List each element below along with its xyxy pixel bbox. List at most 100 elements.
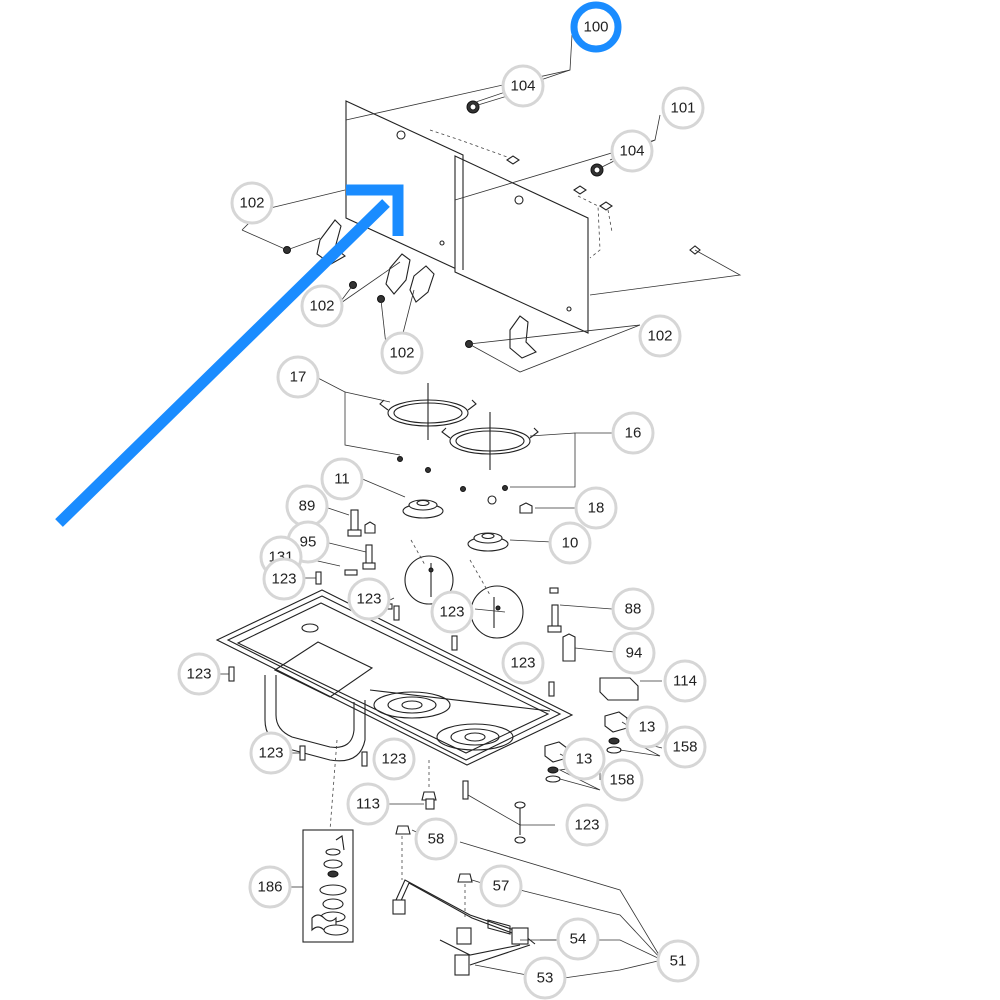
callout-number: 104: [619, 143, 644, 160]
callout-number: 123: [510, 655, 535, 672]
callout-ring: [663, 725, 707, 769]
callout-number: 102: [309, 298, 334, 315]
callout-ring: [300, 284, 344, 328]
knobs-and-washers: [544, 677, 663, 791]
callout-number: 158: [609, 772, 634, 789]
callout-ring: [347, 577, 391, 621]
hob-body: [215, 589, 574, 766]
pan-support-17: [379, 383, 477, 473]
callout-c104a: 104: [501, 64, 545, 108]
callout-number: 58: [428, 831, 445, 848]
callout-ring: [249, 731, 293, 775]
callout-ring: [574, 486, 618, 530]
callout-number: 101: [670, 100, 695, 117]
callout-c186: 186: [248, 865, 292, 909]
callout-number: 158: [672, 739, 697, 756]
callout-number: 51: [670, 953, 687, 970]
callout-number: 113: [356, 796, 380, 813]
callout-ring: [372, 737, 416, 781]
callout-ring: [262, 557, 306, 601]
drain-assembly: [288, 829, 354, 943]
callout-c100: 100: [570, 1, 622, 53]
callout-number: 102: [239, 195, 264, 212]
callout-number: 114: [673, 673, 697, 690]
callout-c17: 17: [276, 355, 320, 399]
callout-c88: 88: [611, 587, 655, 631]
callout-c13a: 13: [625, 705, 669, 749]
lid-hardware: [283, 100, 701, 359]
callout-ring: [380, 331, 424, 375]
callout-number: 104: [510, 78, 535, 95]
callout-c123h: 123: [565, 803, 609, 847]
callout-number: 123: [186, 666, 211, 683]
callout-ring: [248, 865, 292, 909]
lid-leader-lines: [241, 34, 742, 373]
callout-ring: [638, 314, 682, 358]
callout-number: 88: [625, 601, 642, 618]
callout-number: 18: [588, 500, 605, 517]
callout-c114: 114: [663, 659, 707, 703]
callout-c123f: 123: [249, 731, 293, 775]
callout-number: 16: [625, 425, 642, 442]
callout-c58: 58: [414, 817, 458, 861]
burner-10: [467, 532, 509, 552]
callout-c51: 51: [656, 939, 700, 983]
callout-c123d: 123: [501, 641, 545, 685]
callout-number: 123: [271, 571, 296, 588]
pan-support-16: [441, 412, 539, 492]
callout-ring: [612, 631, 656, 675]
callout-c53: 53: [523, 956, 567, 1000]
callout-number: 53: [537, 970, 554, 987]
callout-c113: 113: [346, 782, 390, 826]
callout-c57: 57: [479, 864, 523, 908]
callout-ring: [346, 782, 390, 826]
callout-c13b: 13: [562, 737, 606, 781]
callout-c16: 16: [611, 411, 655, 455]
callout-c18: 18: [574, 486, 618, 530]
callout-number: 10: [562, 535, 579, 552]
burner-11: [402, 499, 444, 519]
callout-number: 100: [583, 19, 608, 36]
callout-ring: [501, 641, 545, 685]
callout-ring: [523, 956, 567, 1000]
callout-ring: [230, 181, 274, 225]
callout-number: 54: [570, 931, 587, 948]
callout-number: 123: [574, 817, 599, 834]
callout-c11: 11: [320, 457, 364, 501]
callout-number: 95: [300, 534, 317, 551]
callout-ring: [177, 652, 221, 696]
callout-number: 57: [493, 878, 510, 895]
callout-number: 13: [639, 719, 656, 736]
callout-number: 102: [389, 345, 414, 362]
callout-labels: 100 104 101 104 102 102 102 102 17 16 11 18 89 10 95 13…: [177, 1, 707, 1000]
gas-valves-and-pipes: [392, 825, 663, 979]
callout-c123a: 123: [262, 557, 306, 601]
callout-ring: [562, 737, 606, 781]
callout-number: 123: [439, 604, 464, 621]
callout-c101: 101: [661, 86, 705, 130]
callout-ring: [548, 521, 592, 565]
pan-support-leaders: [315, 376, 614, 488]
callout-number: 123: [381, 751, 406, 768]
callout-number: 17: [290, 369, 307, 386]
callout-ring: [276, 355, 320, 399]
callout-ring: [430, 590, 474, 634]
callout-ring: [625, 705, 669, 749]
callout-c94: 94: [612, 631, 656, 675]
callout-c104b: 104: [610, 129, 654, 173]
callout-c123b: 123: [347, 577, 391, 621]
callout-number: 123: [356, 591, 381, 608]
callout-c102c: 102: [380, 331, 424, 375]
callout-c158b: 158: [600, 758, 644, 802]
callout-c10: 10: [548, 521, 592, 565]
callout-ring: [501, 64, 545, 108]
highlight-ring: [570, 1, 622, 53]
callout-c102d: 102: [638, 314, 682, 358]
glass-lid-right: [454, 155, 589, 334]
callout-ring: [610, 129, 654, 173]
callout-c89: 89: [285, 484, 329, 528]
bottom-hardware: [214, 666, 555, 844]
small-parts-burners: [359, 477, 578, 543]
callout-c158a: 158: [663, 725, 707, 769]
